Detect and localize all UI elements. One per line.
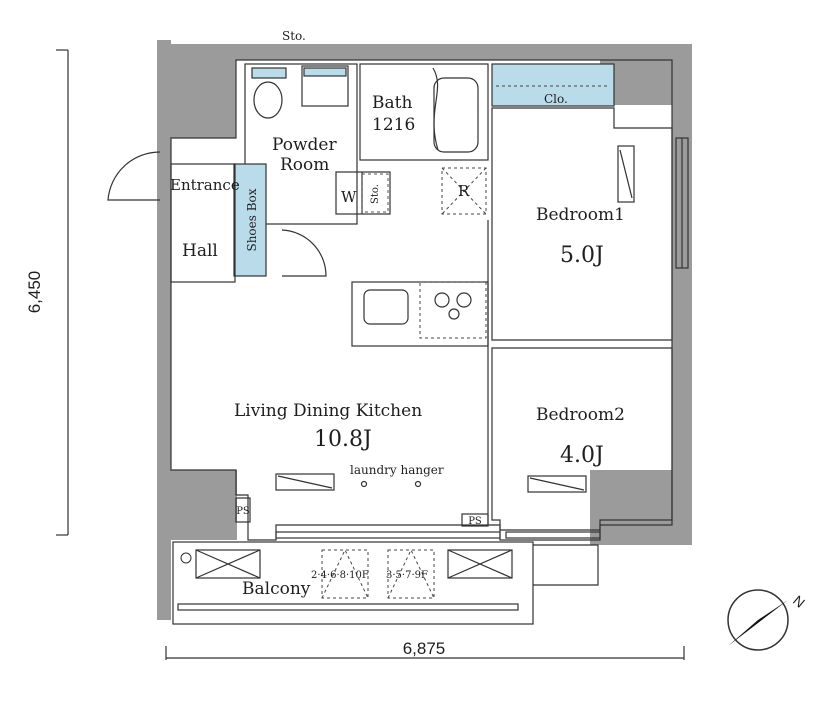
- washer-label: W: [341, 188, 357, 206]
- bedroom1-label: Bedroom1: [536, 205, 625, 225]
- laundry-hanger-label: laundry hanger: [350, 463, 444, 477]
- width-dimension: 6,875: [165, 639, 685, 660]
- balcony-floors-odd: 3·5·7·9F: [386, 570, 428, 581]
- compass-north-label: N: [790, 592, 808, 611]
- height-dimension-label: 6,450: [25, 271, 44, 314]
- powder-room-label-1: Powder: [272, 135, 337, 155]
- shoes-box: [233, 163, 267, 277]
- bedroom2-label: Bedroom2: [536, 405, 625, 425]
- closet-label: Clo.: [544, 92, 568, 106]
- hall-label: Hall: [182, 241, 218, 261]
- entrance-label: Entrance: [170, 176, 240, 194]
- ps-right-label: PS: [468, 516, 482, 527]
- powder-room-label-2: Room: [280, 155, 329, 175]
- bedroom2-size: 4.0J: [560, 443, 604, 468]
- shoes-box-label: Shoes Box: [245, 188, 259, 251]
- exterior-walls: [157, 40, 692, 620]
- bath-size-label: 1216: [372, 115, 415, 135]
- refrigerator-label: R: [458, 182, 470, 200]
- ps-left-label: PS: [236, 506, 250, 517]
- height-dimension: 6,450: [25, 49, 69, 536]
- ldk-label: Living Dining Kitchen: [234, 401, 422, 421]
- balcony-label: Balcony: [242, 579, 311, 599]
- closet: [491, 63, 615, 107]
- bedroom1-size: 5.0J: [560, 243, 604, 268]
- room-labels: Sto. Bath 1216 Clo. Powder Room Entrance…: [170, 29, 625, 599]
- interior-walls: [107, 59, 689, 541]
- compass: N: [727, 589, 808, 651]
- compass-needle-icon: [728, 600, 788, 646]
- bath-label: Bath: [372, 93, 412, 113]
- entrance-door: [107, 151, 161, 201]
- balcony-floors-even: 2·4·6·8·10F: [311, 570, 369, 581]
- sto-small-label: Sto.: [370, 184, 381, 204]
- ldk-size: 10.8J: [314, 427, 372, 452]
- sto-top-label: Sto.: [282, 29, 306, 43]
- hall-door: [281, 229, 327, 277]
- width-dimension-label: 6,875: [403, 639, 446, 658]
- balcony: [172, 541, 599, 625]
